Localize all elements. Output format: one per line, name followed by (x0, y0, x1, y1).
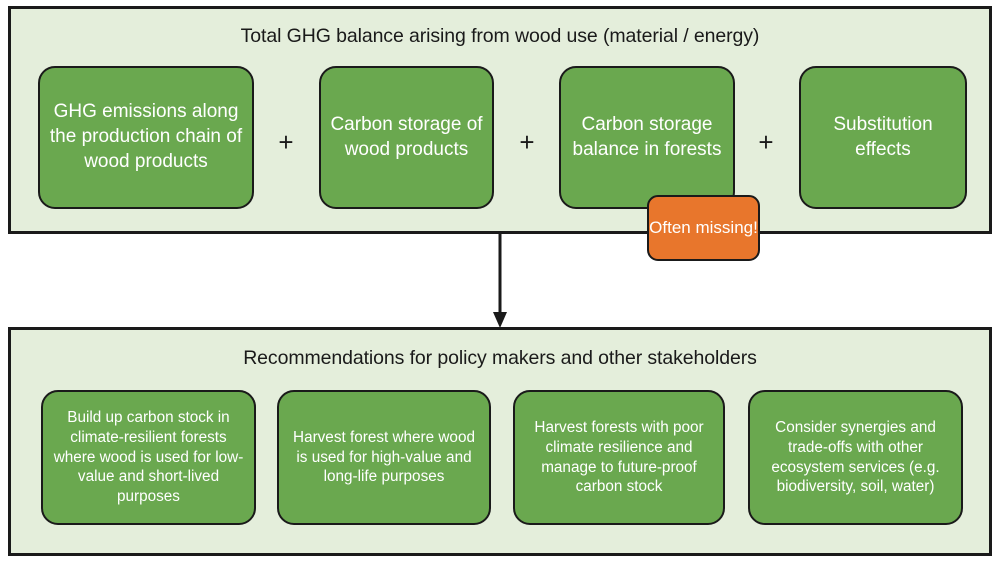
ghg-component-box-wood-storage: Carbon storage of wood products (319, 66, 494, 209)
recommendation-box-harvest-high-value: Harvest forest where wood is used for hi… (277, 390, 491, 525)
recommendations-panel: Recommendations for policy makers and ot… (8, 327, 992, 556)
ghg-balance-panel-title: Total GHG balance arising from wood use … (240, 25, 760, 47)
often-missing-callout-label: Often missing! (649, 217, 758, 237)
recommendation-label: Build up carbon stock in climate-resilie… (53, 408, 244, 506)
ghg-component-box-forest-storage: Carbon storage balance in forests (559, 66, 735, 209)
recommendation-box-synergies-tradeoffs: Consider synergies and trade-offs with o… (748, 390, 963, 525)
ghg-component-label: Carbon storage balance in forests (572, 113, 722, 160)
often-missing-callout: Often missing! (647, 195, 760, 261)
ghg-balance-panel: Total GHG balance arising from wood use … (8, 6, 992, 234)
flow-arrow-icon (493, 233, 507, 328)
ghg-component-box-emissions: GHG emissions along the production chain… (38, 66, 254, 209)
ghg-component-label: Substitution effects (833, 113, 933, 160)
plus-operator-icon: + (519, 127, 535, 157)
recommendation-label: Harvest forest where wood is used for hi… (293, 428, 475, 486)
ghg-component-label: Carbon storage of wood products (330, 113, 483, 160)
plus-operator-icon: + (278, 127, 294, 157)
recommendation-box-build-carbon-stock: Build up carbon stock in climate-resilie… (41, 390, 256, 525)
ghg-component-label: GHG emissions along the production chain… (49, 101, 243, 172)
recommendation-label: Consider synergies and trade-offs with o… (771, 418, 940, 496)
recommendations-panel-title: Recommendations for policy makers and ot… (243, 347, 757, 369)
recommendation-label: Harvest forests with poor climate resili… (534, 418, 704, 496)
recommendation-box-harvest-poor-resilience: Harvest forests with poor climate resili… (513, 390, 725, 525)
plus-operator-icon: + (758, 127, 774, 157)
ghg-component-box-substitution: Substitution effects (799, 66, 967, 209)
